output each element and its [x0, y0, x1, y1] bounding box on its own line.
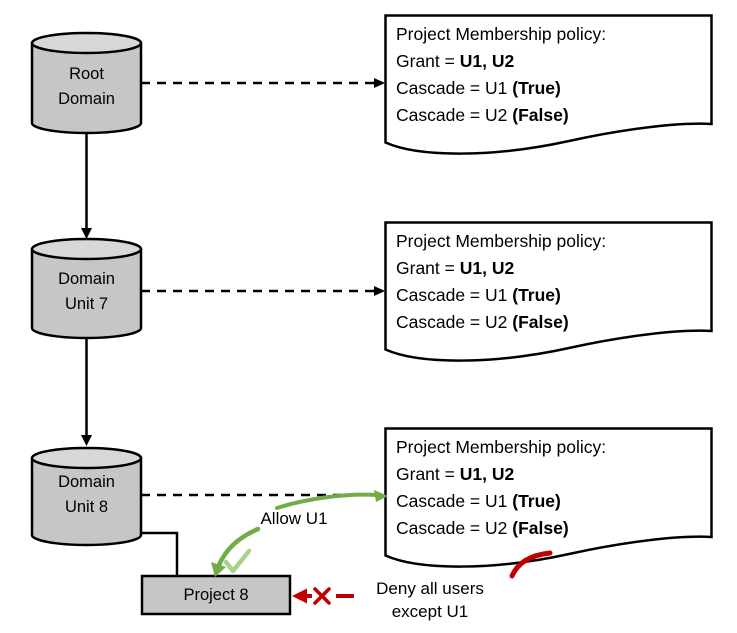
allow-u1-label: Allow U1: [260, 509, 328, 528]
elbow-connector-unit8-to-project: [141, 531, 179, 575]
policy-cascade-u2-line: Cascade = U2 (False): [396, 518, 569, 538]
project-8-label: Project 8: [183, 585, 249, 604]
document-shape: [384, 221, 713, 362]
allow-arrow-to-policy: [275, 492, 379, 510]
policy-cascade-u1-line: Cascade = U1 (True): [396, 78, 561, 98]
document-shape: [384, 14, 713, 155]
domain-unit-7-label: Domain Unit 7: [58, 270, 115, 313]
checkmark-icon: [223, 548, 252, 574]
arrowhead-icon: [81, 435, 92, 446]
allow-arrow-to-project: [216, 526, 261, 568]
policy-grant-line: Grant = U1, U2: [396, 51, 515, 71]
policy-title: Project Membership policy:: [396, 437, 607, 457]
policy-box-domain-unit-8: Project Membership policy: Grant = U1, U…: [384, 427, 714, 587]
policy-title: Project Membership policy:: [396, 231, 607, 251]
document-shape: [384, 427, 713, 568]
policy-box-domain-unit-7: Project Membership policy: Grant = U1, U…: [384, 221, 714, 381]
domain-unit-8-label: Domain Unit 8: [58, 473, 115, 516]
arrowhead-icon: [81, 228, 92, 239]
policy-cascade-u1-line: Cascade = U1 (True): [396, 491, 561, 511]
deny-label: Deny all users except U1: [376, 579, 484, 621]
policy-title: Project Membership policy:: [396, 24, 607, 44]
cylinder-top: [30, 237, 143, 261]
x-icon: [313, 587, 331, 605]
policy-grant-line: Grant = U1, U2: [396, 464, 515, 484]
policy-grant-line: Grant = U1, U2: [396, 258, 515, 278]
cylinder-top: [30, 31, 143, 55]
policy-cascade-u2-line: Cascade = U2 (False): [396, 105, 569, 125]
arrowhead-icon: [292, 588, 307, 604]
cylinder-top: [30, 446, 143, 470]
policy-cascade-u2-line: Cascade = U2 (False): [396, 312, 569, 332]
arrowhead-icon: [211, 562, 226, 577]
root-domain-label: Root Domain: [58, 65, 115, 108]
policy-cascade-u1-line: Cascade = U1 (True): [396, 285, 561, 305]
policy-box-root-domain: Project Membership policy: Grant = U1, U…: [384, 14, 714, 174]
